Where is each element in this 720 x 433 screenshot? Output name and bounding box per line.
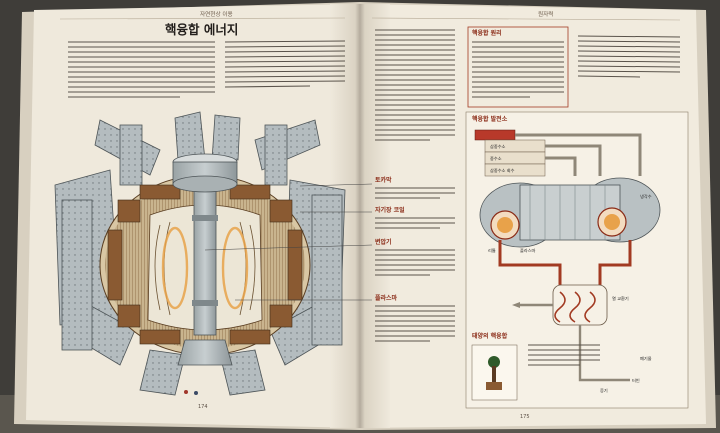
label-steam: 증기 — [600, 387, 608, 394]
diagram-heading: 핵융합 발전소 — [472, 115, 508, 123]
lower-heading: 태양의 핵융합 — [472, 332, 508, 340]
left-body-text — [68, 40, 346, 98]
label-plasma: 플라스마 — [520, 247, 536, 254]
left-running-header: 자연현상 이용 — [200, 10, 233, 18]
principle-text — [472, 41, 564, 98]
section-heading-1: 토카막 — [375, 176, 392, 184]
right-running-header: 원자력 — [538, 10, 553, 18]
right-page-number: 175 — [520, 414, 530, 420]
power-plant-diagram: 핵융합 발전소 삼중수소 중수소 삼중수소 회수 리튬 플라스마 냉각수 — [465, 111, 689, 409]
label-heat-exchanger: 열 교환기 — [612, 295, 629, 302]
section-heading-4: 플라스마 — [375, 294, 398, 302]
label-storage-mid: 중수소 — [490, 156, 502, 162]
page-title: 핵융합 에너지 — [165, 22, 238, 37]
right-col-text — [577, 35, 681, 78]
margin-sections: 토카막 자기장 코일 변압기 플라스마 — [375, 176, 455, 342]
lower-text — [528, 344, 600, 366]
tokamak-illustration — [54, 111, 346, 396]
label-turbine: 터빈 — [632, 377, 640, 384]
label-waste: 폐기물 — [640, 355, 652, 362]
label-storage-top: 삼중수소 — [490, 143, 506, 150]
principle-box — [467, 26, 569, 108]
right-body-text — [375, 29, 455, 141]
label-lithium: 리튬 — [488, 247, 496, 254]
label-storage-bot: 삼중수소 회수 — [490, 167, 515, 174]
principle-heading: 핵융합 원리 — [472, 29, 502, 37]
label-coolant: 냉각수 — [640, 193, 652, 200]
left-page-number: 174 — [198, 404, 208, 410]
leader-lines — [204, 183, 373, 301]
section-heading-3: 변압기 — [375, 238, 392, 246]
section-heading-2: 자기장 코일 — [375, 206, 405, 214]
